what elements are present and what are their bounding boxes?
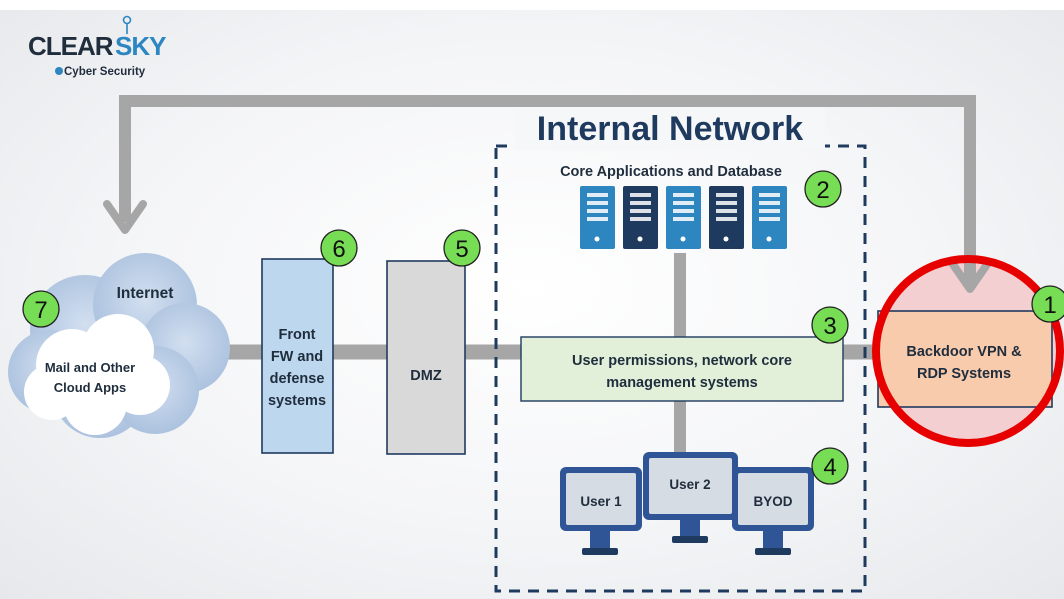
badge-4-number: 4	[823, 454, 836, 481]
logo-brand-part2: SKY	[115, 31, 166, 61]
user-1-label: User 1	[580, 494, 622, 509]
badge-4: 4	[811, 447, 849, 485]
user-1-monitor-icon	[560, 467, 642, 555]
backdoor-line-2: RDP Systems	[917, 366, 1011, 382]
user-perm-line-2: management systems	[606, 375, 758, 391]
server-icon	[709, 186, 744, 249]
core-applications-label: Core Applications and Database	[560, 164, 782, 180]
logo-tagline: Cyber Security	[64, 66, 146, 78]
byod-monitor-icon	[732, 467, 814, 555]
server-icon	[580, 186, 615, 249]
badge-5: 5	[443, 229, 481, 267]
cloud-apps-line-1: Mail and Other	[45, 360, 135, 375]
logo-star-icon	[122, 15, 132, 25]
internal-network-title: Internal Network	[537, 110, 803, 148]
user-perm-line-1: User permissions, network core	[572, 353, 792, 369]
front-fw-line-4: systems	[268, 393, 326, 409]
badge-2: 2	[804, 170, 842, 208]
front-firewall-box	[261, 258, 334, 454]
user-permissions-box	[520, 336, 844, 402]
badge-3: 3	[811, 306, 849, 344]
front-fw-line-2: FW and	[271, 349, 323, 365]
server-icon	[666, 186, 701, 249]
cloud-apps-icon	[24, 314, 170, 435]
dmz-label: DMZ	[410, 368, 442, 384]
highlight-ring	[872, 255, 1064, 447]
server-icon	[623, 186, 658, 249]
internet-label: Internet	[117, 285, 174, 302]
loop-arrowhead-right-icon	[948, 259, 992, 293]
server-icon	[752, 186, 787, 249]
front-fw-line-3: defense	[270, 371, 325, 387]
badge-2-number: 2	[816, 177, 829, 204]
badge-6: 6	[320, 229, 358, 267]
badge-5-number: 5	[455, 236, 468, 263]
logo-brand-part1: CLEAR	[28, 31, 114, 61]
front-fw-line-1: Front	[278, 327, 315, 343]
badge-1: 1	[1031, 285, 1064, 323]
backdoor-vpn-box	[877, 310, 1053, 408]
backdoor-loop-arrow	[119, 95, 976, 282]
cloud-apps-line-2: Cloud Apps	[54, 380, 126, 395]
badge-7-number: 7	[34, 297, 47, 324]
byod-label: BYOD	[753, 494, 792, 509]
badge-1-number: 1	[1043, 292, 1056, 319]
badge-7: 7	[22, 290, 60, 328]
backdoor-line-1: Backdoor VPN &	[906, 344, 1022, 360]
logo-dot-icon	[55, 67, 63, 75]
top-strip	[0, 0, 1064, 10]
badge-6-number: 6	[332, 236, 345, 263]
server-group	[580, 186, 787, 249]
title-backdrop	[515, 108, 825, 150]
user-2-label: User 2	[669, 477, 710, 492]
user-2-monitor-icon	[643, 452, 738, 543]
loop-arrowhead-left-icon	[103, 200, 147, 234]
dmz-box	[386, 260, 466, 455]
internal-network-boundary	[494, 144, 867, 593]
clearsky-logo: CLEAR SKY Cyber Security	[28, 15, 167, 78]
badge-3-number: 3	[823, 313, 836, 340]
